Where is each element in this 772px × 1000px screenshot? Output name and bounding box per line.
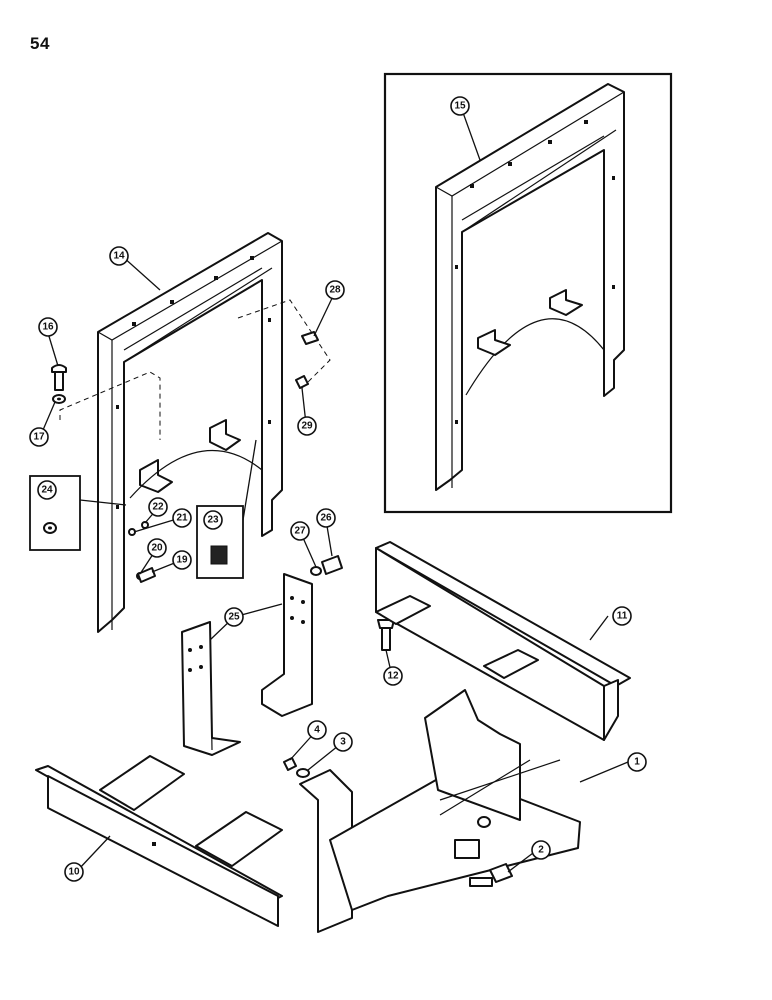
svg-text:10: 10 bbox=[68, 867, 80, 878]
svg-text:4: 4 bbox=[314, 725, 320, 736]
rail-10 bbox=[35, 755, 283, 927]
callout-27: 27 bbox=[290, 521, 310, 541]
svg-text:11: 11 bbox=[617, 611, 628, 622]
svg-text:3: 3 bbox=[340, 737, 346, 748]
hardware-bottom bbox=[283, 757, 310, 778]
svg-text:23: 23 bbox=[207, 515, 219, 526]
callout-12: 12 bbox=[383, 666, 403, 686]
callout-20: 20 bbox=[147, 538, 167, 558]
svg-text:28: 28 bbox=[329, 285, 341, 296]
frame-15 bbox=[435, 83, 625, 491]
callout-25: 25 bbox=[224, 607, 244, 627]
callout-22: 22 bbox=[148, 497, 168, 517]
callout-24: 24 bbox=[37, 480, 57, 500]
callout-10: 10 bbox=[64, 862, 84, 882]
callout-1: 1 bbox=[627, 752, 647, 772]
svg-text:27: 27 bbox=[294, 526, 306, 537]
frame-14 bbox=[59, 232, 331, 633]
svg-text:12: 12 bbox=[387, 671, 399, 682]
svg-text:21: 21 bbox=[176, 513, 188, 524]
inset-panel bbox=[383, 72, 673, 514]
svg-text:26: 26 bbox=[320, 513, 332, 524]
svg-text:15: 15 bbox=[454, 101, 466, 112]
page-number: 54 bbox=[30, 34, 50, 53]
callout-2: 2 bbox=[531, 840, 551, 860]
callout-23: 23 bbox=[203, 510, 223, 530]
callout-16: 16 bbox=[38, 317, 58, 337]
svg-text:25: 25 bbox=[228, 612, 240, 623]
svg-text:19: 19 bbox=[176, 555, 188, 566]
detail-box-23 bbox=[196, 439, 257, 579]
callout-26: 26 bbox=[316, 508, 336, 528]
callout-11: 11 bbox=[612, 606, 632, 626]
callout-19: 19 bbox=[172, 550, 192, 570]
svg-text:14: 14 bbox=[113, 251, 125, 262]
callout-17: 17 bbox=[29, 427, 49, 447]
callout-28: 28 bbox=[325, 280, 345, 300]
callout-4: 4 bbox=[307, 720, 327, 740]
svg-text:1: 1 bbox=[634, 757, 640, 768]
callout-15: 15 bbox=[450, 96, 470, 116]
svg-text:22: 22 bbox=[152, 502, 164, 513]
callout-21: 21 bbox=[172, 508, 192, 528]
svg-text:17: 17 bbox=[33, 432, 45, 443]
callout-14: 14 bbox=[109, 246, 129, 266]
svg-text:2: 2 bbox=[538, 845, 544, 856]
svg-text:24: 24 bbox=[41, 485, 53, 496]
svg-text:20: 20 bbox=[151, 543, 163, 554]
leader-lines bbox=[39, 106, 629, 873]
callout-29: 29 bbox=[297, 416, 317, 436]
brackets-25 bbox=[181, 573, 313, 756]
callouts: 1 2 3 4 10 11 12 14 15 16 17 19 20 21 22… bbox=[29, 96, 647, 882]
rail-11 bbox=[375, 541, 631, 741]
svg-text:16: 16 bbox=[42, 322, 54, 333]
support-1 bbox=[299, 689, 581, 933]
svg-text:29: 29 bbox=[301, 421, 313, 432]
callout-3: 3 bbox=[333, 732, 353, 752]
